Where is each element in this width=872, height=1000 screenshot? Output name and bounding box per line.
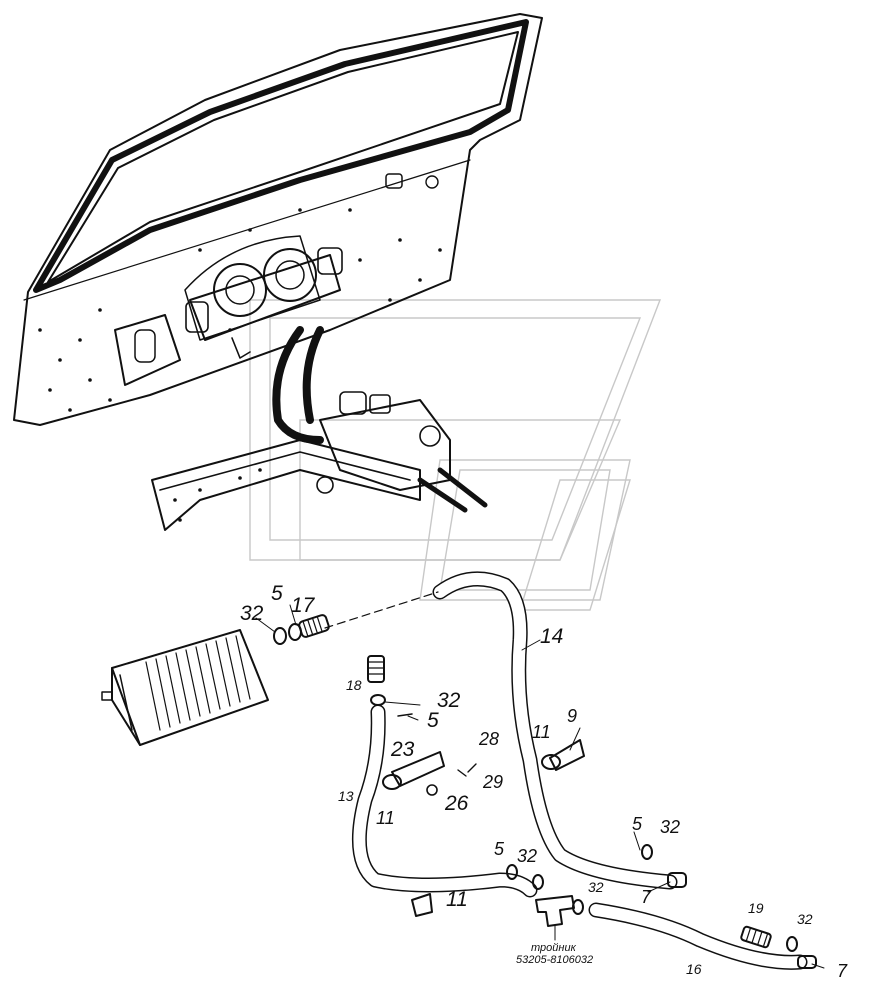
label-11-right: 11 <box>532 722 551 742</box>
label-28: 28 <box>478 729 499 749</box>
label-13: 13 <box>338 788 354 804</box>
clamp-icon <box>273 623 798 952</box>
label-5-mid: 5 <box>427 709 439 732</box>
label-19: 19 <box>748 900 764 916</box>
label-5-right: 5 <box>632 814 643 834</box>
label-32-low: 32 <box>517 846 537 866</box>
part-labels: 5 17 32 14 18 32 5 11 9 28 23 29 26 13 1… <box>240 582 848 981</box>
label-32-tee: 32 <box>588 879 604 895</box>
label-14: 14 <box>540 625 563 648</box>
sleeve-17-icon <box>298 614 330 638</box>
sleeve-19-icon <box>740 925 772 949</box>
cab-panel-icon <box>13 13 543 426</box>
label-11-mid: 11 <box>376 808 395 828</box>
label-18: 18 <box>346 677 362 693</box>
tee-caption-name: тройник <box>531 942 577 954</box>
label-5-low: 5 <box>494 839 505 859</box>
tee-caption-part-number: 53205-8106032 <box>516 954 593 966</box>
label-17: 17 <box>291 594 316 617</box>
bracket-icon <box>382 739 585 917</box>
label-32-right: 32 <box>660 817 680 837</box>
label-23: 23 <box>390 738 415 761</box>
label-32-left: 32 <box>240 602 264 625</box>
blower-unit-icon <box>185 247 343 359</box>
hose-14-icon <box>324 571 678 890</box>
label-7-upper: 7 <box>641 887 652 907</box>
watermark-logo-icon <box>249 299 662 611</box>
label-9: 9 <box>567 706 577 726</box>
fitting-7-icon <box>667 872 817 969</box>
label-26: 26 <box>444 792 469 815</box>
label-32-far: 32 <box>797 911 813 927</box>
label-32-mid: 32 <box>437 689 461 712</box>
tee-fitting-icon <box>535 895 575 941</box>
heater-unit-icon <box>151 326 488 531</box>
sleeve-18-icon <box>367 655 385 683</box>
hose-16-icon <box>588 902 808 970</box>
leader-lines <box>255 604 825 969</box>
radiator-icon <box>101 629 269 746</box>
label-29: 29 <box>482 772 503 792</box>
label-5-top: 5 <box>271 582 283 605</box>
label-7-lower: 7 <box>837 961 848 981</box>
label-16: 16 <box>686 961 702 977</box>
label-11-low: 11 <box>446 888 468 911</box>
hose-13-icon <box>351 704 538 898</box>
